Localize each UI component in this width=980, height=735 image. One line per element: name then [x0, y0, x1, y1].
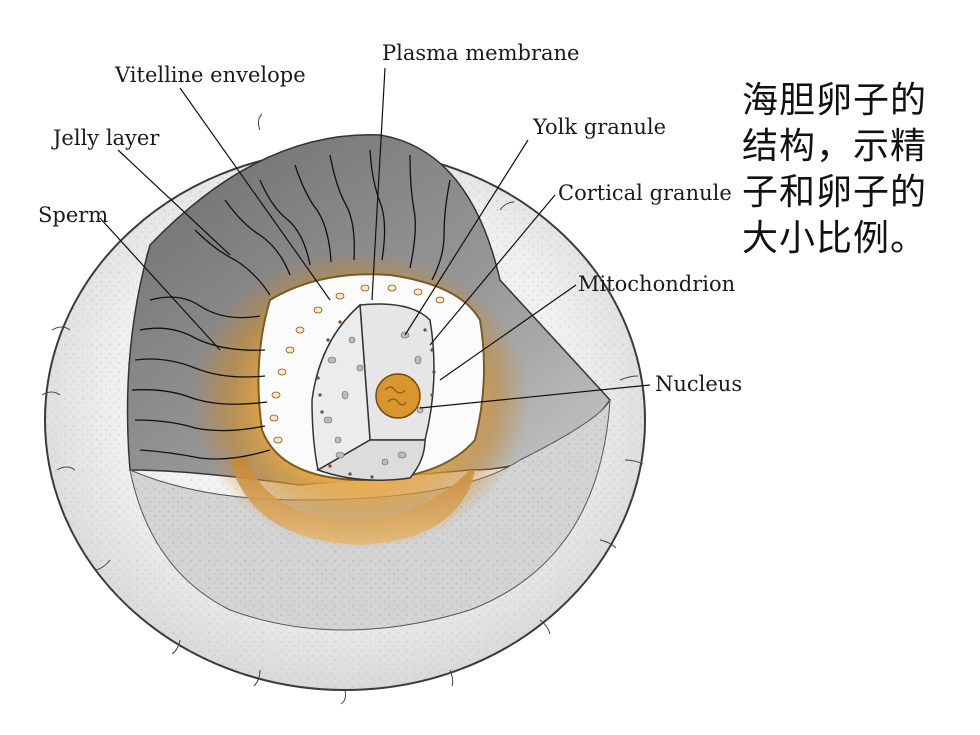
cortical-granules: [269, 284, 445, 444]
label-jelly-layer: Jelly layer: [51, 126, 160, 150]
caption-line-1: 海胆卵子的: [742, 80, 928, 121]
label-nucleus: Nucleus: [655, 372, 742, 396]
label-yolk-granule: Yolk granule: [532, 115, 666, 139]
caption-text: 海胆卵子的 结构，示精 子和卵子的 大小比例。: [742, 78, 942, 262]
nucleus: [375, 373, 421, 419]
jelly-whiskers: [41, 113, 644, 705]
label-plasma-membrane: Plasma membrane: [382, 41, 579, 65]
caption-line-2: 结构，示精: [742, 126, 928, 167]
label-vitelline-envelope: Vitelline envelope: [114, 63, 306, 87]
sperm-group: [131, 149, 451, 460]
caption-line-4: 大小比例。: [742, 218, 928, 259]
diagram-labels: Plasma membrane Vitelline envelope Jelly…: [38, 41, 742, 396]
label-cortical-granule: Cortical granule: [558, 181, 732, 205]
label-mitochondrion: Mitochondrion: [578, 272, 735, 296]
leader-lines: [99, 67, 651, 409]
caption-line-3: 子和卵子的: [742, 172, 928, 213]
label-sperm: Sperm: [38, 203, 108, 227]
